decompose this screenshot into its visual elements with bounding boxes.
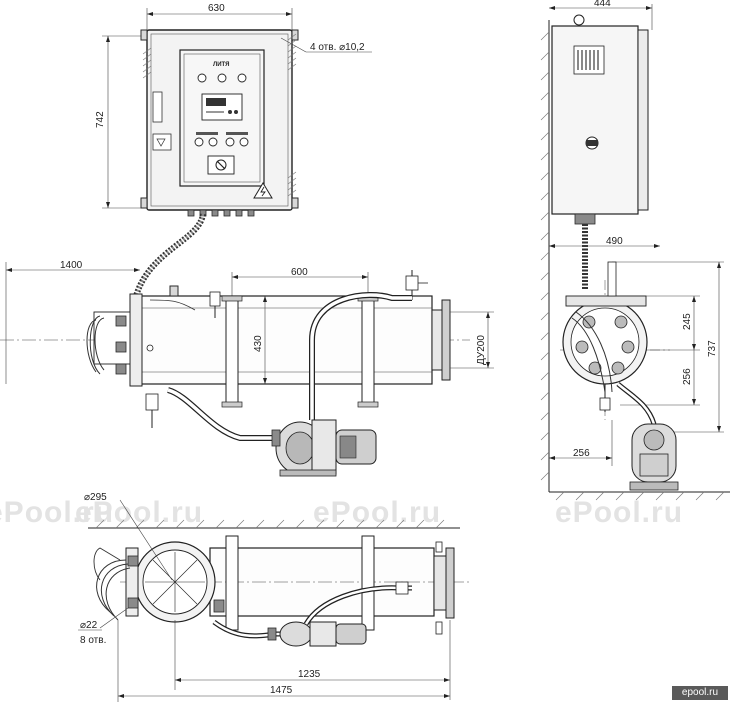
- dim-side-lower: 256: [682, 368, 693, 385]
- dim-mount-holes: 4 отв. ⌀10,2: [310, 42, 365, 53]
- heater-elevation: 1400 600 430 ДУ200: [0, 260, 494, 477]
- dim-holes-count: 8 отв.: [80, 635, 106, 646]
- panel-brand: ЛИТЯ: [213, 62, 229, 68]
- dim-holes-diameter: ⌀22: [80, 620, 98, 631]
- dim-length-total: 1475: [270, 685, 293, 696]
- watermark-4: ePool.ru: [555, 496, 683, 529]
- dim-side-upper: 245: [682, 313, 693, 330]
- dim-side-width: 490: [606, 236, 623, 247]
- watermarks: ePool.ru ePool.ru ePool.ru ePool.ru: [0, 496, 683, 529]
- dim-pipe-offset: 1400: [60, 260, 83, 271]
- dim-side-floor: 256: [573, 448, 590, 459]
- control-cabinet: 630 742: [95, 3, 372, 217]
- dim-clamp-spacing: 600: [291, 267, 308, 278]
- plan-view: ⌀295 ⌀22 8 отв. 1235 1475: [78, 492, 470, 702]
- pump: [271, 419, 377, 477]
- hinge-right: [287, 33, 297, 197]
- high-voltage-icon: [253, 182, 273, 199]
- element-bolts: [575, 315, 635, 375]
- dim-flange: ДУ200: [476, 335, 487, 365]
- site-logo: epool.ru: [672, 686, 728, 700]
- dim-cabinet-height: 742: [95, 111, 106, 128]
- dim-top-diameter: ⌀295: [84, 492, 107, 503]
- side-view: 444 490 245 256: [540, 0, 730, 501]
- dim-body-height: 430: [253, 335, 264, 352]
- hinge-left: [142, 47, 152, 79]
- watermark-1: ePool.ru: [0, 496, 114, 529]
- dim-length-inner: 1235: [298, 669, 321, 680]
- dim-side-depth: 444: [594, 0, 611, 9]
- front-panel: ЛИТЯ: [179, 49, 265, 187]
- power-cable: [133, 213, 206, 297]
- dim-cabinet-width: 630: [208, 3, 225, 14]
- dim-side-total: 737: [707, 340, 718, 357]
- watermark-3: ePool.ru: [313, 496, 441, 529]
- terminals: [86, 315, 127, 375]
